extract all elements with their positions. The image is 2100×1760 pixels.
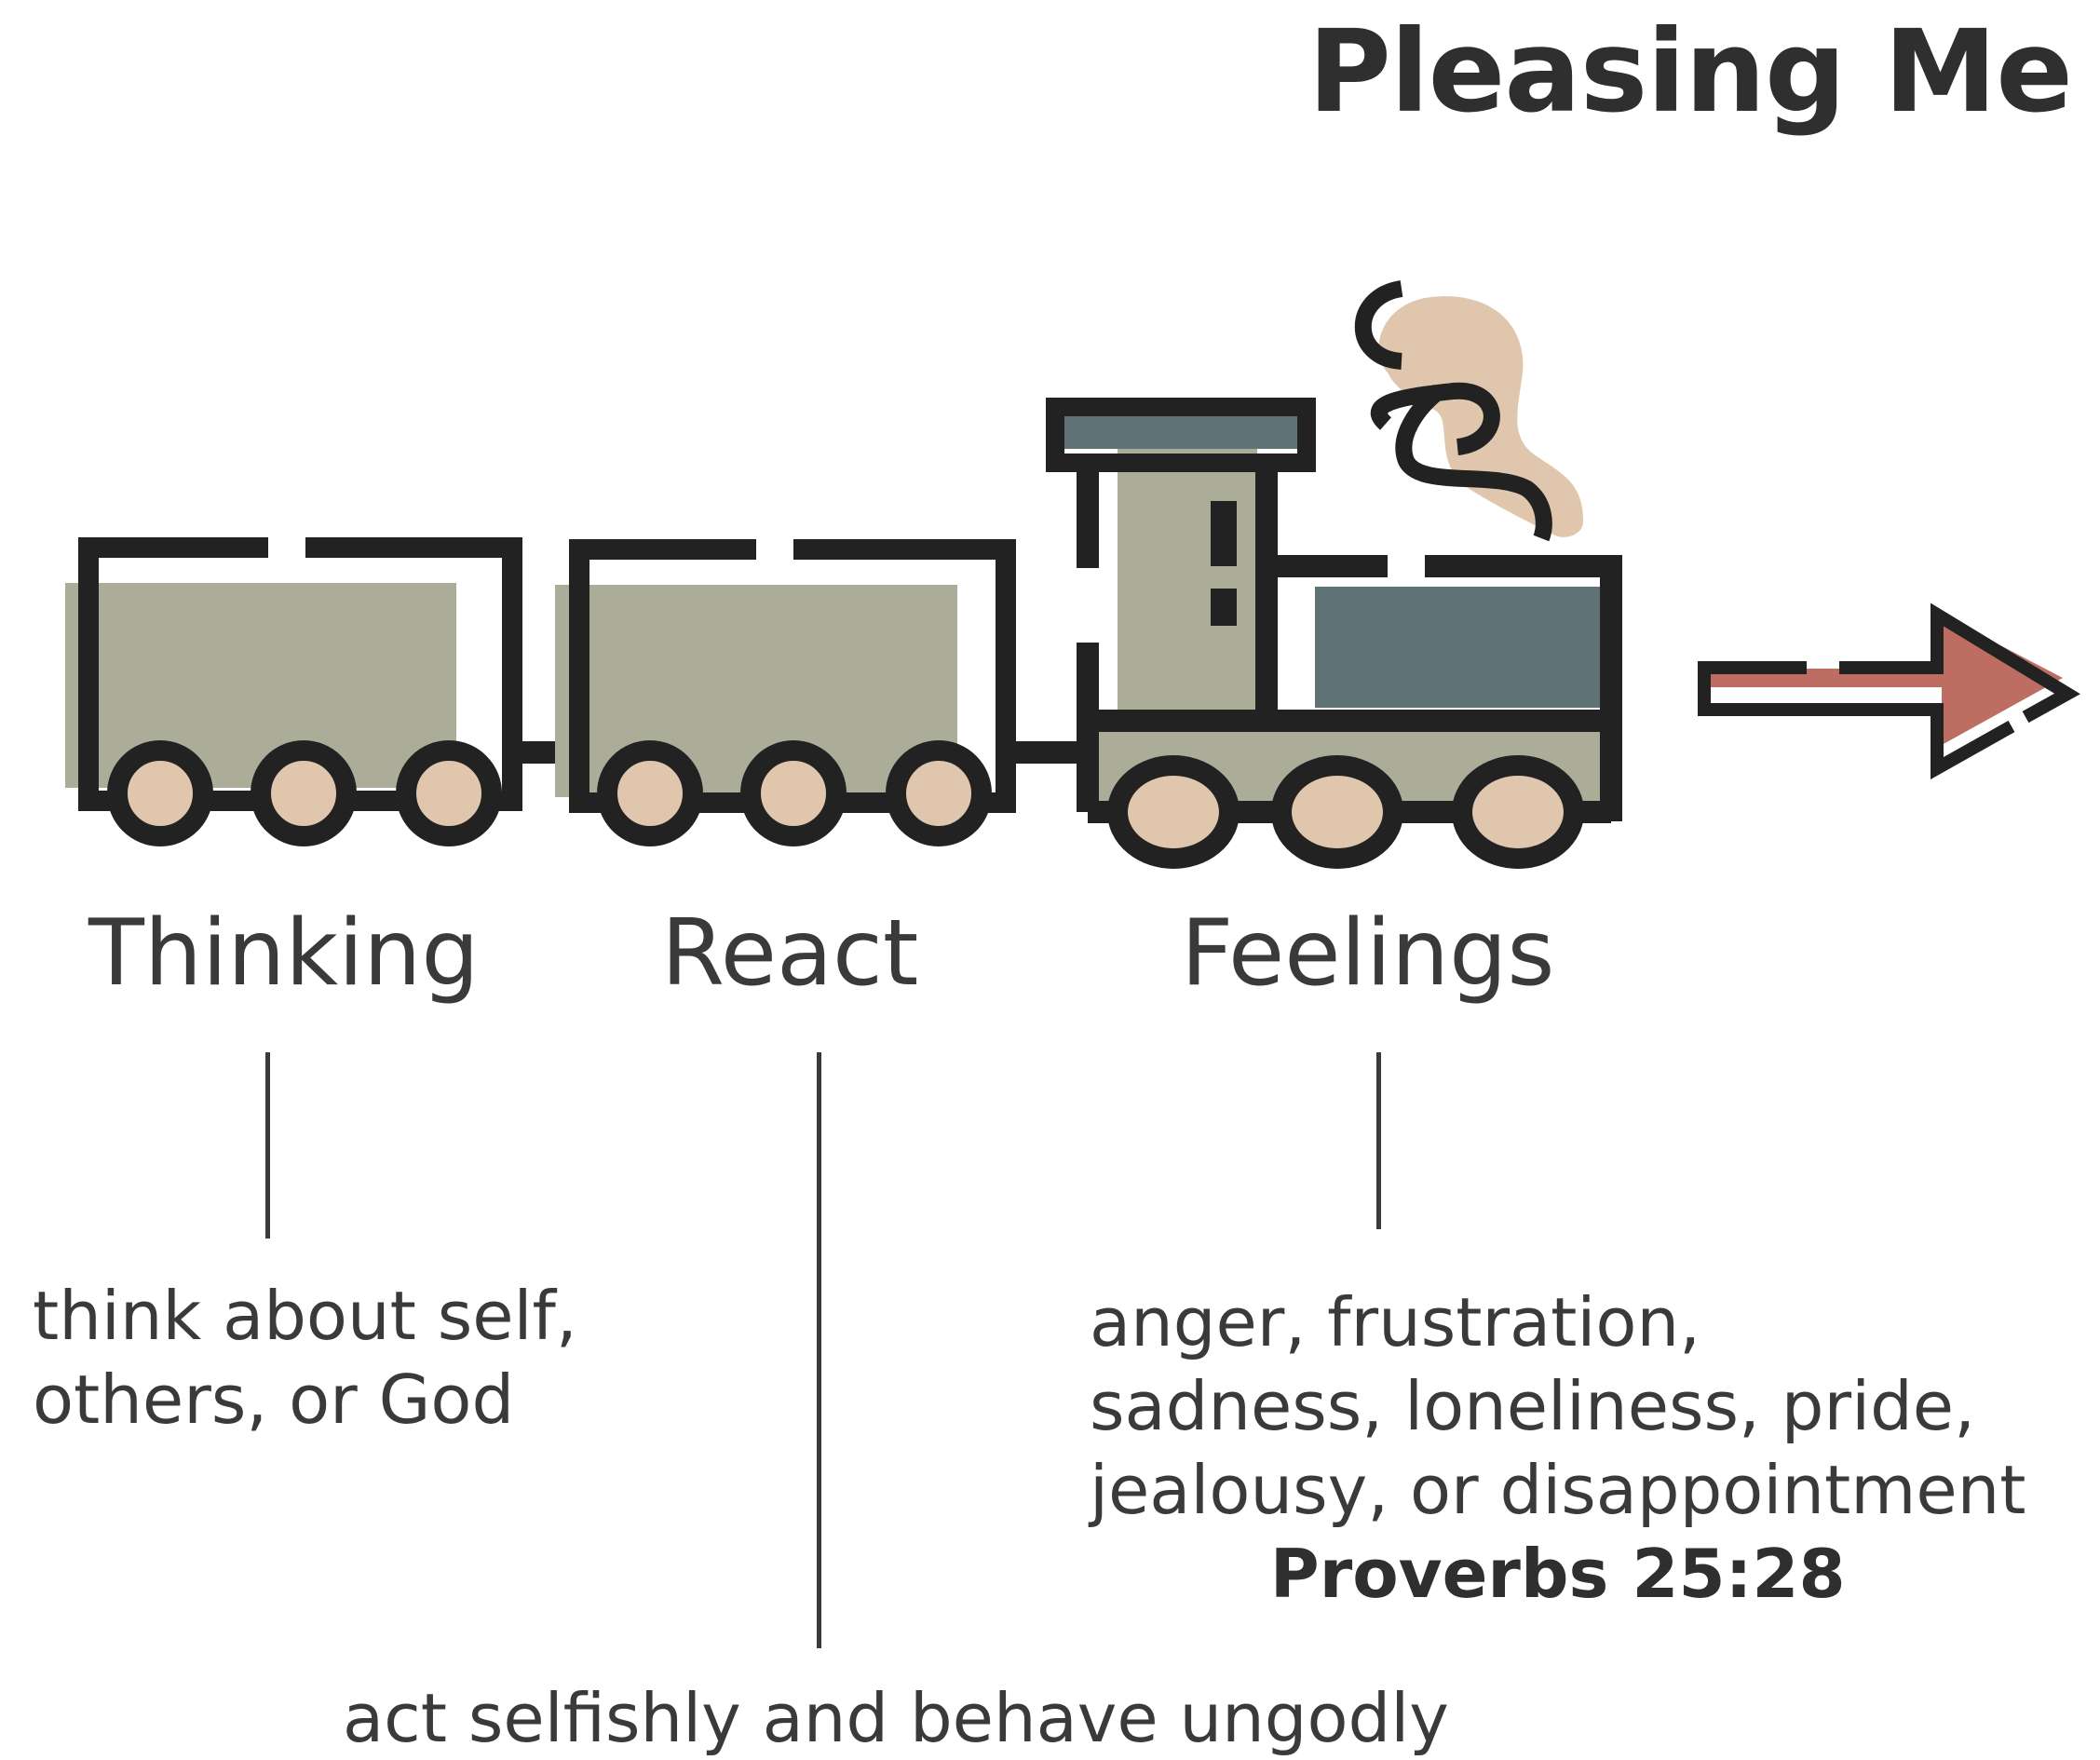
react-description-line: act selfishly and behave ungodly [343, 1679, 1449, 1757]
locomotive [1046, 398, 1622, 869]
scripture-reference: Proverbs 25:28 [1269, 1535, 1846, 1613]
label-react: React [661, 900, 919, 1007]
thinking-description: think about self, others, or God [33, 1274, 577, 1442]
connector-thinking [265, 1052, 270, 1239]
label-thinking: Thinking [88, 900, 480, 1007]
right-arrow-icon [1698, 602, 2080, 779]
react-car [555, 539, 1016, 846]
connector-feelings [1376, 1052, 1381, 1229]
thinking-description-line: think about self, [33, 1277, 577, 1355]
page-title: Pleasing Me [1307, 6, 2073, 138]
smoke-icon [1354, 280, 1583, 542]
feelings-description-line: jealousy, or disappointment [1090, 1451, 2026, 1529]
react-description: act selfishly and behave ungodly [343, 1676, 1449, 1760]
feelings-description-line: anger, frustration, [1090, 1283, 1700, 1361]
feelings-description: anger, frustration, sadness, loneliness,… [1090, 1280, 2026, 1616]
feelings-description-line: sadness, loneliness, pride, [1090, 1367, 1975, 1445]
train-icon [65, 280, 2080, 869]
label-feelings: Feelings [1181, 900, 1555, 1007]
thinking-description-line: others, or God [33, 1361, 515, 1439]
connector-react [817, 1052, 821, 1648]
thinking-car [65, 537, 522, 846]
